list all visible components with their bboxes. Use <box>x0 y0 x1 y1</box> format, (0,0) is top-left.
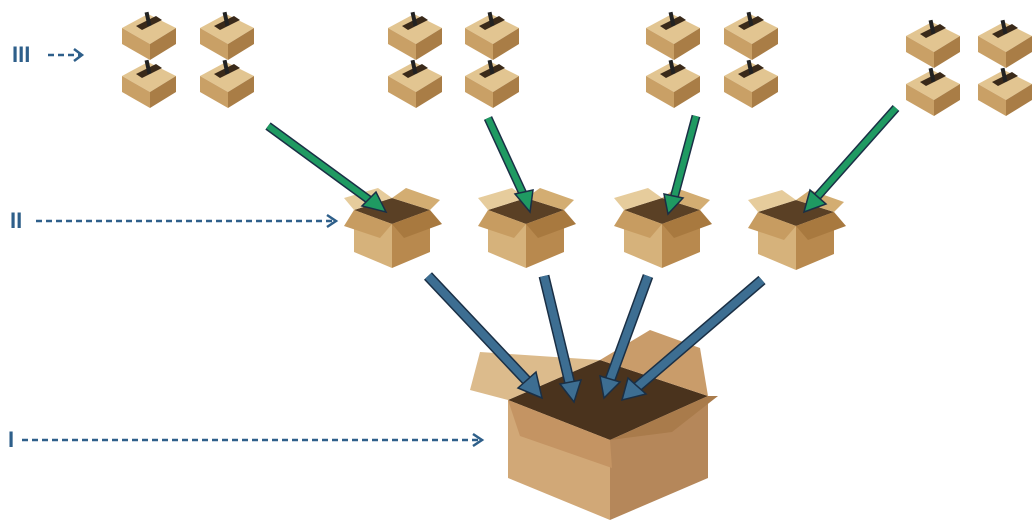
blue-arrow <box>599 274 654 400</box>
level-label-II: II <box>10 208 22 233</box>
small-box-icon <box>724 11 778 60</box>
small-box-icon <box>646 59 700 108</box>
small-box-icon <box>122 59 176 108</box>
small-box-icon <box>465 59 519 108</box>
small-box-icon <box>646 11 700 60</box>
small-box-icon <box>200 11 254 60</box>
small-box-icon <box>388 59 442 108</box>
open-box-icon <box>614 188 712 268</box>
small-box-icon <box>122 11 176 60</box>
open-box-icon <box>748 190 846 270</box>
level-III-group-2 <box>388 11 519 108</box>
green-arrow <box>663 114 701 216</box>
small-box-icon <box>724 59 778 108</box>
blue-arrow <box>423 272 544 400</box>
small-box-icon <box>978 67 1032 116</box>
small-box-icon <box>388 11 442 60</box>
level-III-group-4 <box>906 19 1032 116</box>
blue-arrows <box>423 272 766 404</box>
level-label-III: III <box>12 42 30 67</box>
small-box-icon <box>906 67 960 116</box>
green-arrow <box>802 105 900 214</box>
small-box-icon <box>978 19 1032 68</box>
blue-arrow <box>538 274 583 404</box>
level-III-marker: III <box>12 42 85 67</box>
level-I-marker: I <box>8 427 485 452</box>
level-II-marker: II <box>10 208 339 233</box>
small-box-icon <box>465 11 519 60</box>
small-box-icon <box>200 59 254 108</box>
small-box-icon <box>906 19 960 68</box>
green-arrow <box>265 122 388 214</box>
green-arrows <box>265 105 900 216</box>
blue-arrow <box>620 275 766 402</box>
level-III-group-3 <box>646 11 778 108</box>
level-II-boxes <box>344 188 846 270</box>
level-III-group-1 <box>122 11 254 108</box>
green-arrow <box>483 116 534 214</box>
level-label-I: I <box>8 427 14 452</box>
open-box-icon <box>344 188 442 268</box>
